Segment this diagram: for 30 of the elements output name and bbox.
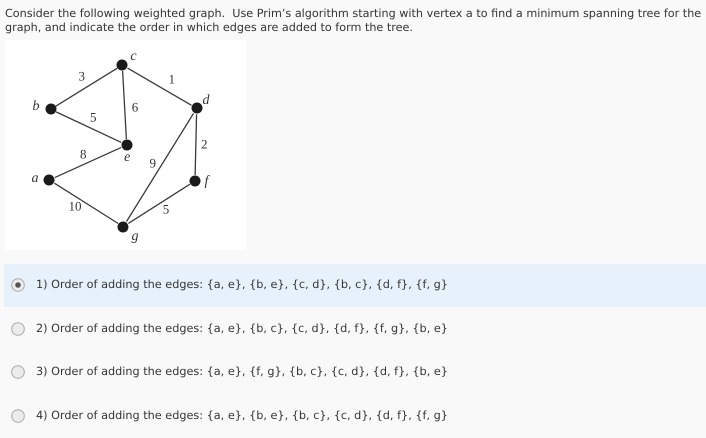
edge-line bbox=[54, 182, 119, 224]
edge-line bbox=[55, 68, 118, 107]
edge-line bbox=[54, 146, 122, 178]
edge-label: 5 bbox=[162, 204, 170, 214]
edge-line bbox=[128, 184, 190, 224]
option-text: 4) Order of adding the edges: {a, e}, {b, e}, {b, c}, {c, d}, {d, f}, {f, g} bbox=[36, 408, 448, 422]
vertex-label: e bbox=[124, 152, 130, 164]
vertex-label: c bbox=[130, 50, 137, 62]
edge-line bbox=[127, 67, 192, 106]
vertex-label: a bbox=[32, 172, 38, 184]
vertex-label: g bbox=[131, 230, 138, 243]
vertex-label: f bbox=[204, 176, 208, 188]
edge-label: 6 bbox=[132, 102, 138, 113]
edge-label: 8 bbox=[80, 148, 87, 160]
edge-line bbox=[56, 111, 122, 144]
option-text: 3) Order of adding the edges: {a, e}, {f, g}, {b, c}, {c, d}, {d, f}, {b, e} bbox=[36, 365, 448, 379]
edge-label: 10 bbox=[68, 200, 82, 212]
edge-label: 5 bbox=[90, 112, 97, 123]
question-text: Consider the following weighted graph. Use Prim’s algorithm starting with vertex a to find a minimum spanning tree for the graph, and indicate the order in which edges are added to form the tree. bbox=[5, 7, 702, 35]
edge-line bbox=[122, 70, 128, 140]
edge-label: 1 bbox=[168, 74, 175, 85]
option-text: 1) Order of adding the edges: {a, e}, {b, e}, {c, d}, {b, c}, {d, f}, {f, g} bbox=[36, 278, 448, 292]
vertex-label: d bbox=[202, 94, 210, 106]
edge-label: 3 bbox=[78, 70, 85, 82]
option-text: 2) Order of adding the edges: {a, e}, {b, c}, {c, d}, {d, f}, {f, g}, {b, e} bbox=[36, 322, 448, 336]
edge-line bbox=[126, 113, 194, 222]
vertex-label: b bbox=[32, 101, 40, 114]
edge-label: 2 bbox=[201, 138, 208, 150]
edge-line bbox=[194, 114, 198, 176]
edge-label: 9 bbox=[149, 157, 156, 168]
